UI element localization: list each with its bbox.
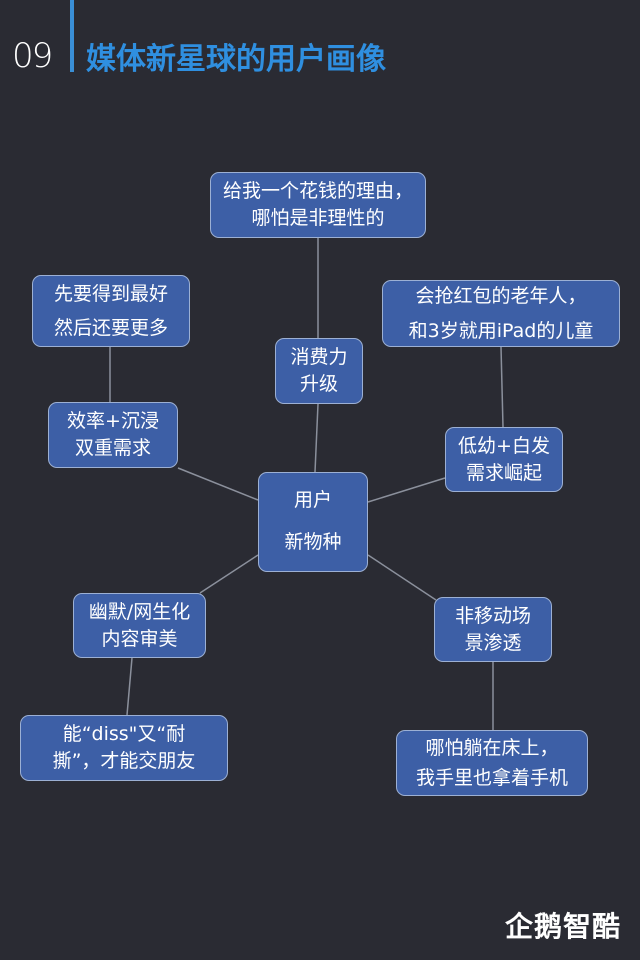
header-divider: [70, 0, 74, 72]
connector: [314, 403, 319, 473]
node-text: 景渗透: [464, 631, 522, 654]
page-title: 媒体新星球的用户画像: [86, 42, 386, 77]
connector: [367, 477, 446, 503]
node-text: 哪怕躺在床上，: [425, 736, 559, 759]
node-text: 和3岁就用iPad的儿童: [408, 319, 594, 342]
node-text: 哪怕是非理性的: [251, 207, 385, 229]
node-age-detail: 会抢红包的老年人， 和3岁就用iPad的儿童: [382, 280, 620, 347]
node-scene-detail: 哪怕躺在床上， 我手里也拿着手机: [396, 730, 588, 796]
node-efficiency-detail: 先要得到最好然后还要更多: [32, 275, 190, 347]
node-text: 然后还要更多: [53, 317, 168, 339]
node-spend: 消费力升级: [275, 338, 363, 404]
connector: [367, 554, 437, 601]
node-age: 低幼+白发需求崛起: [445, 427, 563, 492]
node-efficiency: 效率+沉浸双重需求: [48, 402, 178, 468]
connector: [177, 467, 259, 501]
node-text: 我手里也拿着手机: [415, 767, 568, 789]
connector: [199, 554, 259, 594]
node-text: 低幼+白发: [458, 434, 550, 457]
node-text: 升级: [299, 373, 338, 395]
node-text: 给我一个花钱的理由，: [222, 180, 413, 203]
node-text: 会抢红包的老年人，: [415, 285, 587, 308]
node-text: 用户: [293, 489, 332, 512]
section-number: 09: [12, 36, 53, 76]
node-text: 非移动场: [454, 604, 531, 627]
node-text: 消费力: [290, 346, 348, 369]
brand-logo: 企鹅智酷: [505, 910, 622, 943]
node-humor-detail: 能“diss"又“耐撕”，才能交朋友: [20, 715, 228, 781]
connector: [126, 657, 133, 716]
node-text: 需求崛起: [465, 461, 542, 484]
node-text: 能“diss"又“耐: [62, 723, 186, 746]
node-text: 效率+沉浸: [67, 410, 159, 433]
node-center: 用户新物种: [258, 472, 368, 572]
node-scene: 非移动场景渗透: [434, 597, 552, 662]
node-text: 先要得到最好: [53, 282, 168, 305]
node-spend-detail: 给我一个花钱的理由， 哪怕是非理性的: [210, 172, 426, 238]
node-text: 内容审美: [101, 627, 178, 650]
node-text: 新物种: [284, 531, 342, 553]
node-text: 撕”，才能交朋友: [52, 750, 196, 772]
node-text: 幽默/网生化: [88, 600, 191, 623]
node-text: 双重需求: [74, 437, 151, 459]
node-humor: 幽默/网生化内容审美: [73, 593, 206, 658]
connector: [500, 346, 504, 428]
